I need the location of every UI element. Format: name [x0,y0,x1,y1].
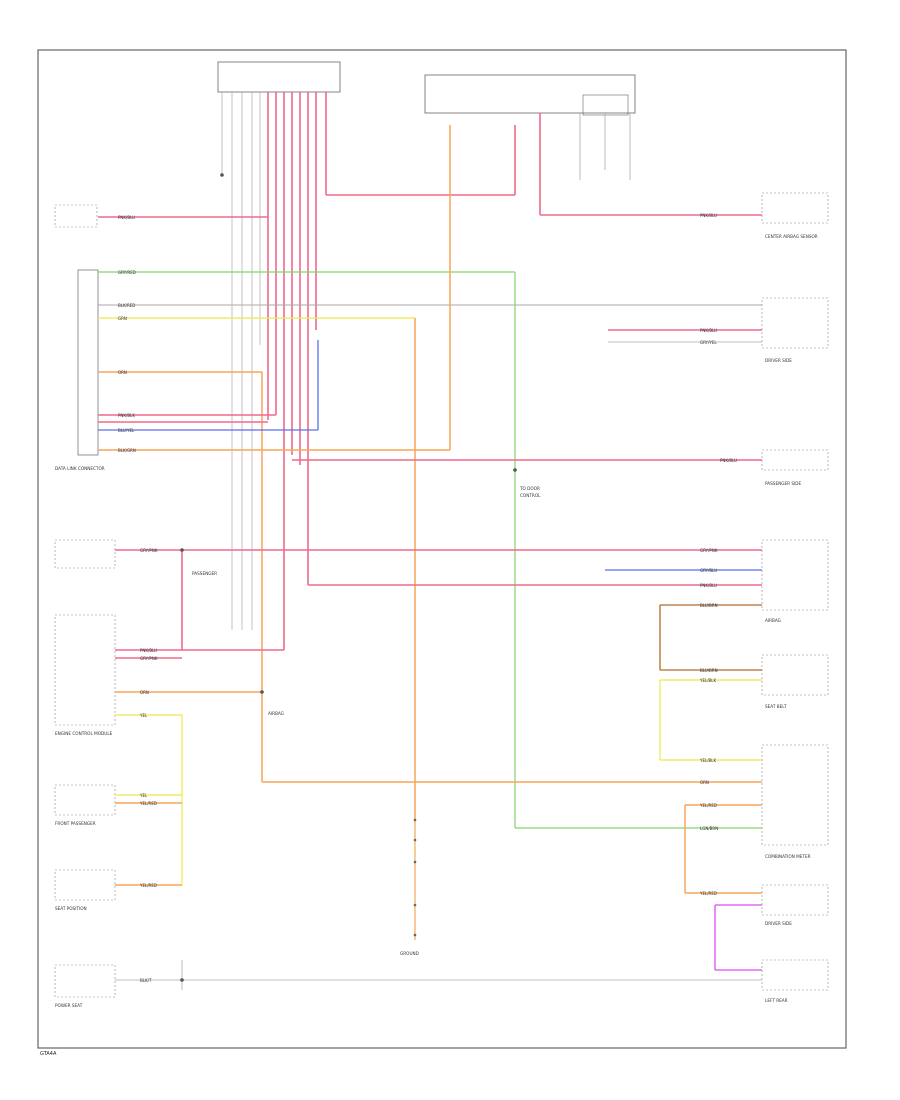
right-center-airbag-sensor [761,192,829,224]
left-data-link-connector [77,269,99,456]
left-component-2 [54,539,116,569]
svg-text:PNK/BLK: PNK/BLK [118,413,135,418]
svg-text:GRY/RED: GRY/RED [118,270,136,275]
pin-labels: PNK/BLU GRY/RED BLK/RED GRN ORN PNK/BLK … [118,213,737,983]
svg-text:YEL: YEL [139,793,148,798]
right-driver-side-lower [761,884,829,916]
svg-text:GRN: GRN [118,316,127,321]
svg-text:GRY/BLU: GRY/BLU [700,568,717,573]
svg-text:GRY/PNK: GRY/PNK [140,548,158,553]
svg-text:BLU/YEL: BLU/YEL [118,428,135,433]
left-component-1 [54,204,98,228]
left-wires [98,125,762,990]
svg-text:ORN: ORN [700,780,709,785]
svg-text:BLU/BRN: BLU/BRN [700,668,718,673]
svg-text:BLU/BRN: BLU/BRN [700,603,718,608]
label-right-g7: COMBINATION METER [765,854,811,859]
svg-text:GRY/PNK: GRY/PNK [700,548,718,553]
svg-text:YEL/BLK: YEL/BLK [699,678,717,683]
label-left-data-link-connector: DATA LINK CONNECTOR [55,466,105,471]
label-mid-note-a: PASSENGER [192,571,217,576]
label-right-top: CENTER AIRBAG SENSOR [765,234,818,239]
label-left-engine-control: ENGINE CONTROL MODULE [55,731,113,736]
svg-text:YEL/BLK: YEL/BLK [699,758,717,763]
svg-text:PNK/BLU: PNK/BLU [700,328,717,333]
top-right-inner-box [582,94,629,116]
label-left-seat-position: SEAT POSITION [55,906,87,911]
right-seat-belt-box [761,654,829,696]
top-right-connector [424,74,636,114]
svg-text:YEL: YEL [139,713,148,718]
left-front-passenger-sensor [54,784,116,816]
label-center-note-2: CONTROL [520,493,541,498]
pink-bundle [267,92,516,650]
svg-text:YEL/RED: YEL/RED [699,891,717,896]
svg-text:BLK/RED: BLK/RED [118,303,135,308]
footer-code: GTA4A [40,1051,57,1057]
svg-text:BLK/GRN: BLK/GRN [118,448,136,453]
svg-text:BLK/T: BLK/T [140,978,152,983]
label-right-g8: DRIVER SIDE [765,921,792,926]
svg-text:YEL/RED: YEL/RED [139,801,157,806]
svg-text:YEL/RED: YEL/RED [139,883,157,888]
label-right-g3: PASSENGER SIDE [765,481,801,486]
svg-text:GRY/PNK: GRY/PNK [140,656,158,661]
gray-bundle [221,92,261,630]
right-airbag-box [761,539,829,611]
svg-text:ORN: ORN [140,690,149,695]
label-right-g5: SEAT BELT [765,704,787,709]
left-power-seat [54,964,116,998]
top-left-connector [217,61,341,93]
splice-dots [180,173,517,982]
left-seat-position-sensor [54,869,116,901]
label-right-g9: LEFT REAR [765,998,788,1003]
svg-text:PNK/BLU: PNK/BLU [700,583,717,588]
label-left-power-seat: POWER SEAT [55,1003,83,1008]
label-left-front-passenger: FRONT PASSENGER [55,821,96,826]
right-combination-meter [761,744,829,846]
right-lower-wires [659,604,762,971]
label-right-g4: AIRBAG [765,618,781,623]
svg-text:PNK/BLU: PNK/BLU [140,648,157,653]
svg-text:PNK/BLU: PNK/BLU [118,215,135,220]
right-passenger-side-box [761,449,829,471]
svg-text:PNK/BLU: PNK/BLU [720,458,737,463]
center-ground-dots [413,818,417,937]
left-engine-control-module [54,614,116,726]
label-center-ground: GROUND [400,951,419,956]
label-right-g2: DRIVER SIDE [765,358,792,363]
svg-text:GRY/YEL: GRY/YEL [700,340,717,345]
right-left-rear [761,959,829,991]
svg-text:YEL/RED: YEL/RED [699,803,717,808]
svg-text:ORN: ORN [118,370,127,375]
right-driver-side-box [761,297,829,349]
label-center-note-1: TO DOOR [519,486,540,491]
top-right-wires [539,113,762,343]
label-mid-note-b: AIRBAG [268,711,284,716]
svg-text:LGN/BRN: LGN/BRN [700,826,718,831]
diagram-frame [37,49,847,1049]
svg-text:PNK/BLU: PNK/BLU [700,213,717,218]
